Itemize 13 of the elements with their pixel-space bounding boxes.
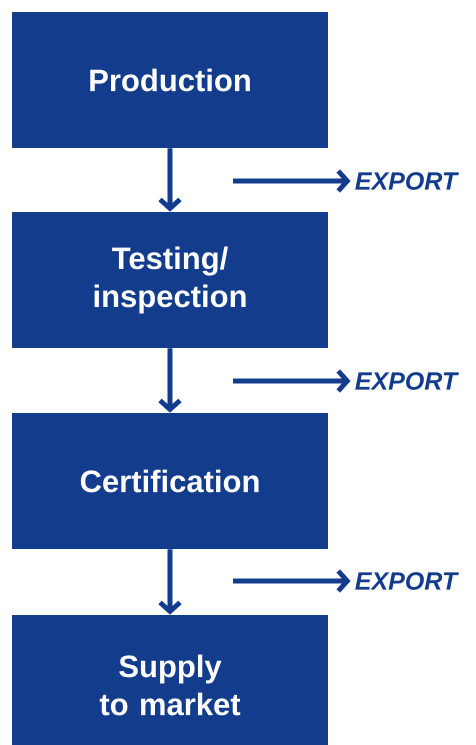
process-box: Production <box>12 12 328 148</box>
export-label: EXPORT <box>355 372 459 390</box>
process-box: Certification <box>12 413 328 549</box>
arrow <box>233 569 351 593</box>
arrow <box>158 549 182 615</box>
process-box: Supply to market <box>12 615 328 745</box>
export-label: EXPORT <box>355 572 459 590</box>
arrow <box>233 169 351 193</box>
arrow <box>158 348 182 413</box>
arrow <box>233 369 351 393</box>
arrow <box>158 148 182 212</box>
export-label: EXPORT <box>355 172 459 190</box>
process-box: Testing/ inspection <box>12 212 328 348</box>
